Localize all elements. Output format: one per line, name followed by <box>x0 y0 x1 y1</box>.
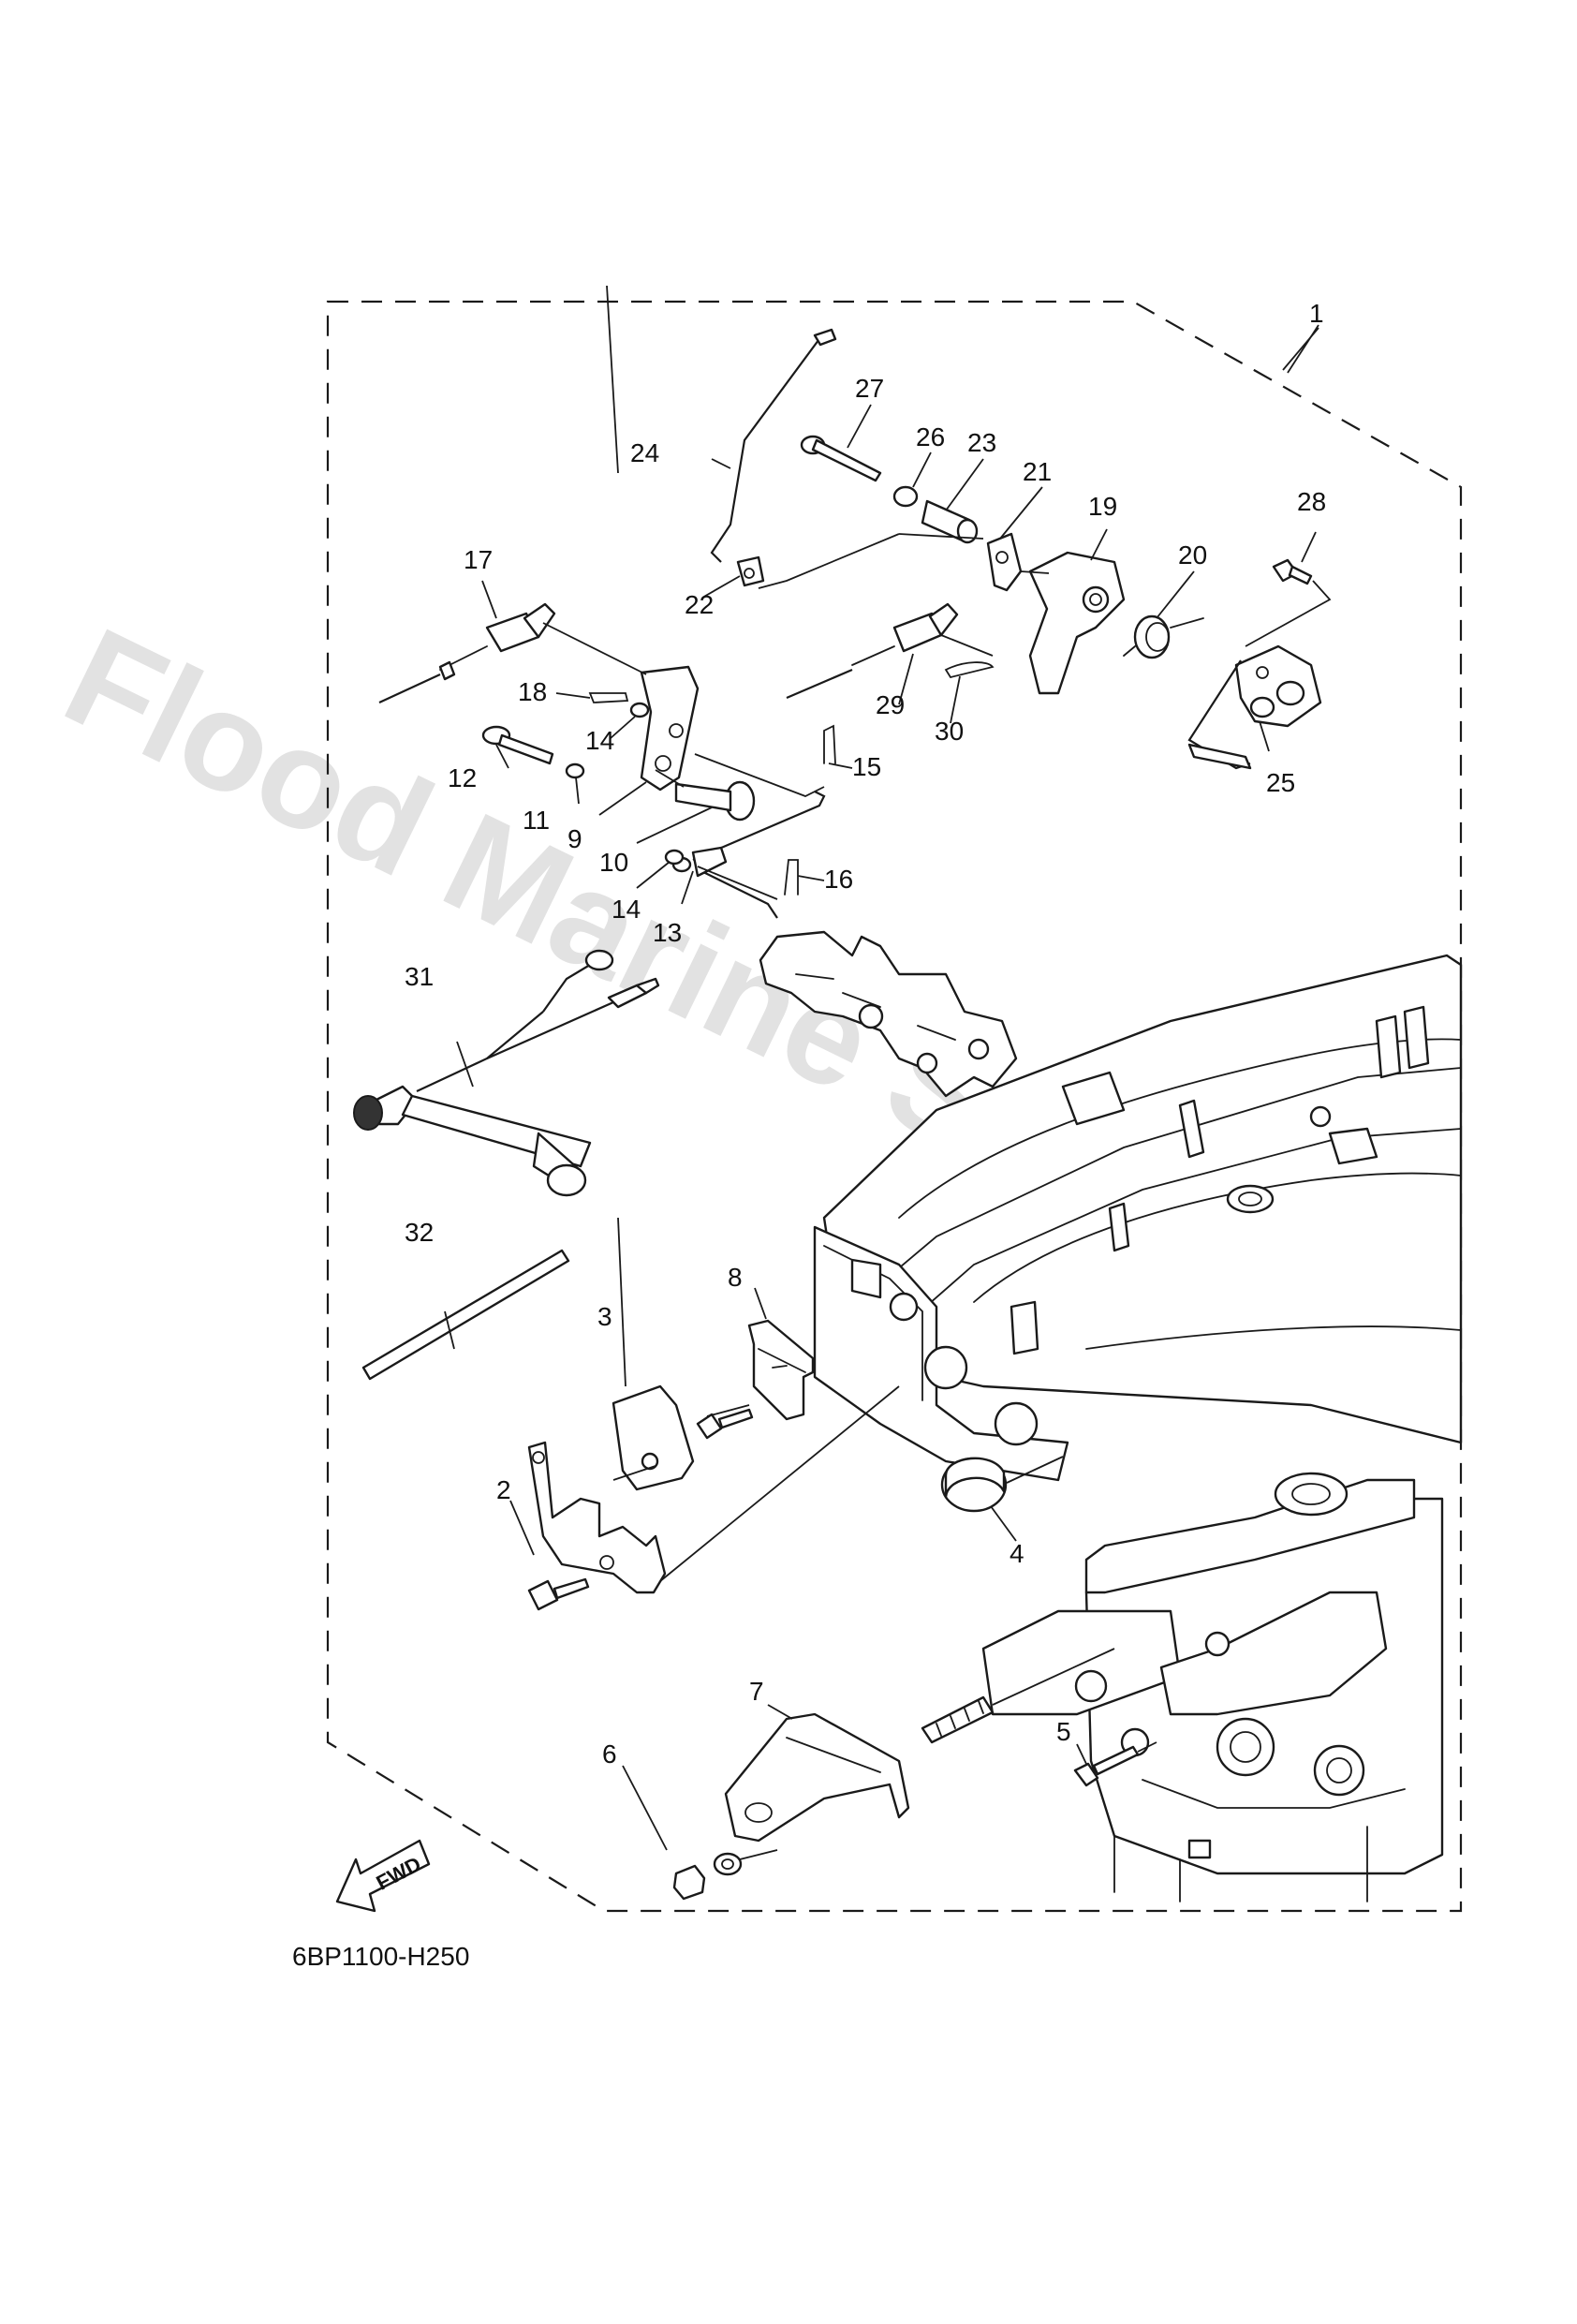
fwd-arrow-icon: FWD <box>335 1839 431 1913</box>
part-8-guide <box>747 1319 815 1421</box>
bottom-cowling <box>813 954 1463 1482</box>
callout-28: 28 <box>1297 487 1326 516</box>
part-13-shift-rod <box>692 791 826 862</box>
swivel-bracket <box>981 1472 1444 1902</box>
part-4-grommet <box>940 1457 1008 1513</box>
part-15-clip <box>823 724 836 764</box>
callout-16: 16 <box>824 865 853 894</box>
diagram-code: 6BP1100-H250 <box>292 1942 469 1971</box>
callout-4: 4 <box>1010 1539 1024 1568</box>
callout-10: 10 <box>599 848 628 877</box>
callout-29: 29 <box>876 690 905 719</box>
callout-27: 27 <box>855 374 884 403</box>
callout-31: 31 <box>405 962 434 991</box>
part-9-shift-lever <box>640 665 700 792</box>
callout-32: 32 <box>405 1218 434 1247</box>
callout-3: 3 <box>597 1302 612 1331</box>
part-10-knob <box>674 780 756 822</box>
callout-14b: 14 <box>612 895 641 924</box>
part-20-spring <box>1123 614 1204 659</box>
part-29-cable-end <box>786 602 959 700</box>
callout-2: 2 <box>496 1475 511 1504</box>
part-17-cable-end <box>378 602 556 703</box>
callout-12: 12 <box>448 763 477 792</box>
part-12-bolt <box>481 725 554 765</box>
part-32-rod <box>361 1249 570 1381</box>
part-18-clip <box>588 692 629 703</box>
part-27-bolt <box>800 435 882 482</box>
callout-14a: 14 <box>585 726 614 755</box>
callout-23: 23 <box>967 428 996 457</box>
part-30-clip <box>944 661 995 679</box>
part-22-clip <box>736 555 765 587</box>
part-26-washer <box>892 485 919 508</box>
callout-24: 24 <box>630 438 659 467</box>
part-14-washer-a <box>629 702 650 718</box>
shift-linkage <box>759 930 1018 1098</box>
part-5-screw <box>1073 1745 1140 1787</box>
callout-13: 13 <box>653 918 682 947</box>
part-3-block <box>612 1384 695 1491</box>
part-7-stopper <box>724 1712 910 1843</box>
callout-5: 5 <box>1056 1717 1071 1746</box>
callout-6: 6 <box>602 1739 617 1769</box>
assembly-boundary <box>326 300 1463 1913</box>
part-2-bracket <box>527 1441 667 1594</box>
part-14-washer-b <box>664 849 685 866</box>
callout-1: 1 <box>1309 299 1324 328</box>
callout-7: 7 <box>749 1677 764 1706</box>
callout-17: 17 <box>464 545 493 574</box>
part-11-washer <box>565 762 585 779</box>
part-24-rod <box>710 332 825 563</box>
callout-25: 25 <box>1266 768 1295 797</box>
bolts <box>527 1408 754 1611</box>
callout-26: 26 <box>916 422 945 451</box>
callout-11: 11 <box>523 806 550 835</box>
part-21-plate <box>986 532 1023 592</box>
part-16-clip <box>784 859 799 896</box>
callout-21: 21 <box>1023 457 1052 486</box>
callout-pointers <box>444 285 1319 1851</box>
callout-8: 8 <box>728 1263 743 1292</box>
callout-18: 18 <box>518 677 547 706</box>
callout-labels: 1 2 3 4 5 6 7 8 9 10 11 12 13 14 14 15 1… <box>405 299 1326 1769</box>
spring <box>921 1695 995 1744</box>
callout-22: 22 <box>685 590 714 619</box>
callout-19: 19 <box>1088 492 1117 521</box>
callout-15: 15 <box>852 752 881 781</box>
part-28-bolt <box>1272 558 1313 585</box>
part-31-switch-lead <box>353 949 660 1197</box>
callout-20: 20 <box>1178 540 1207 570</box>
part-6-nut <box>672 1852 743 1901</box>
part-19-lever <box>1028 551 1126 695</box>
part-25-bracket <box>1187 644 1322 770</box>
callout-9: 9 <box>567 824 582 853</box>
callout-30: 30 <box>935 717 964 746</box>
